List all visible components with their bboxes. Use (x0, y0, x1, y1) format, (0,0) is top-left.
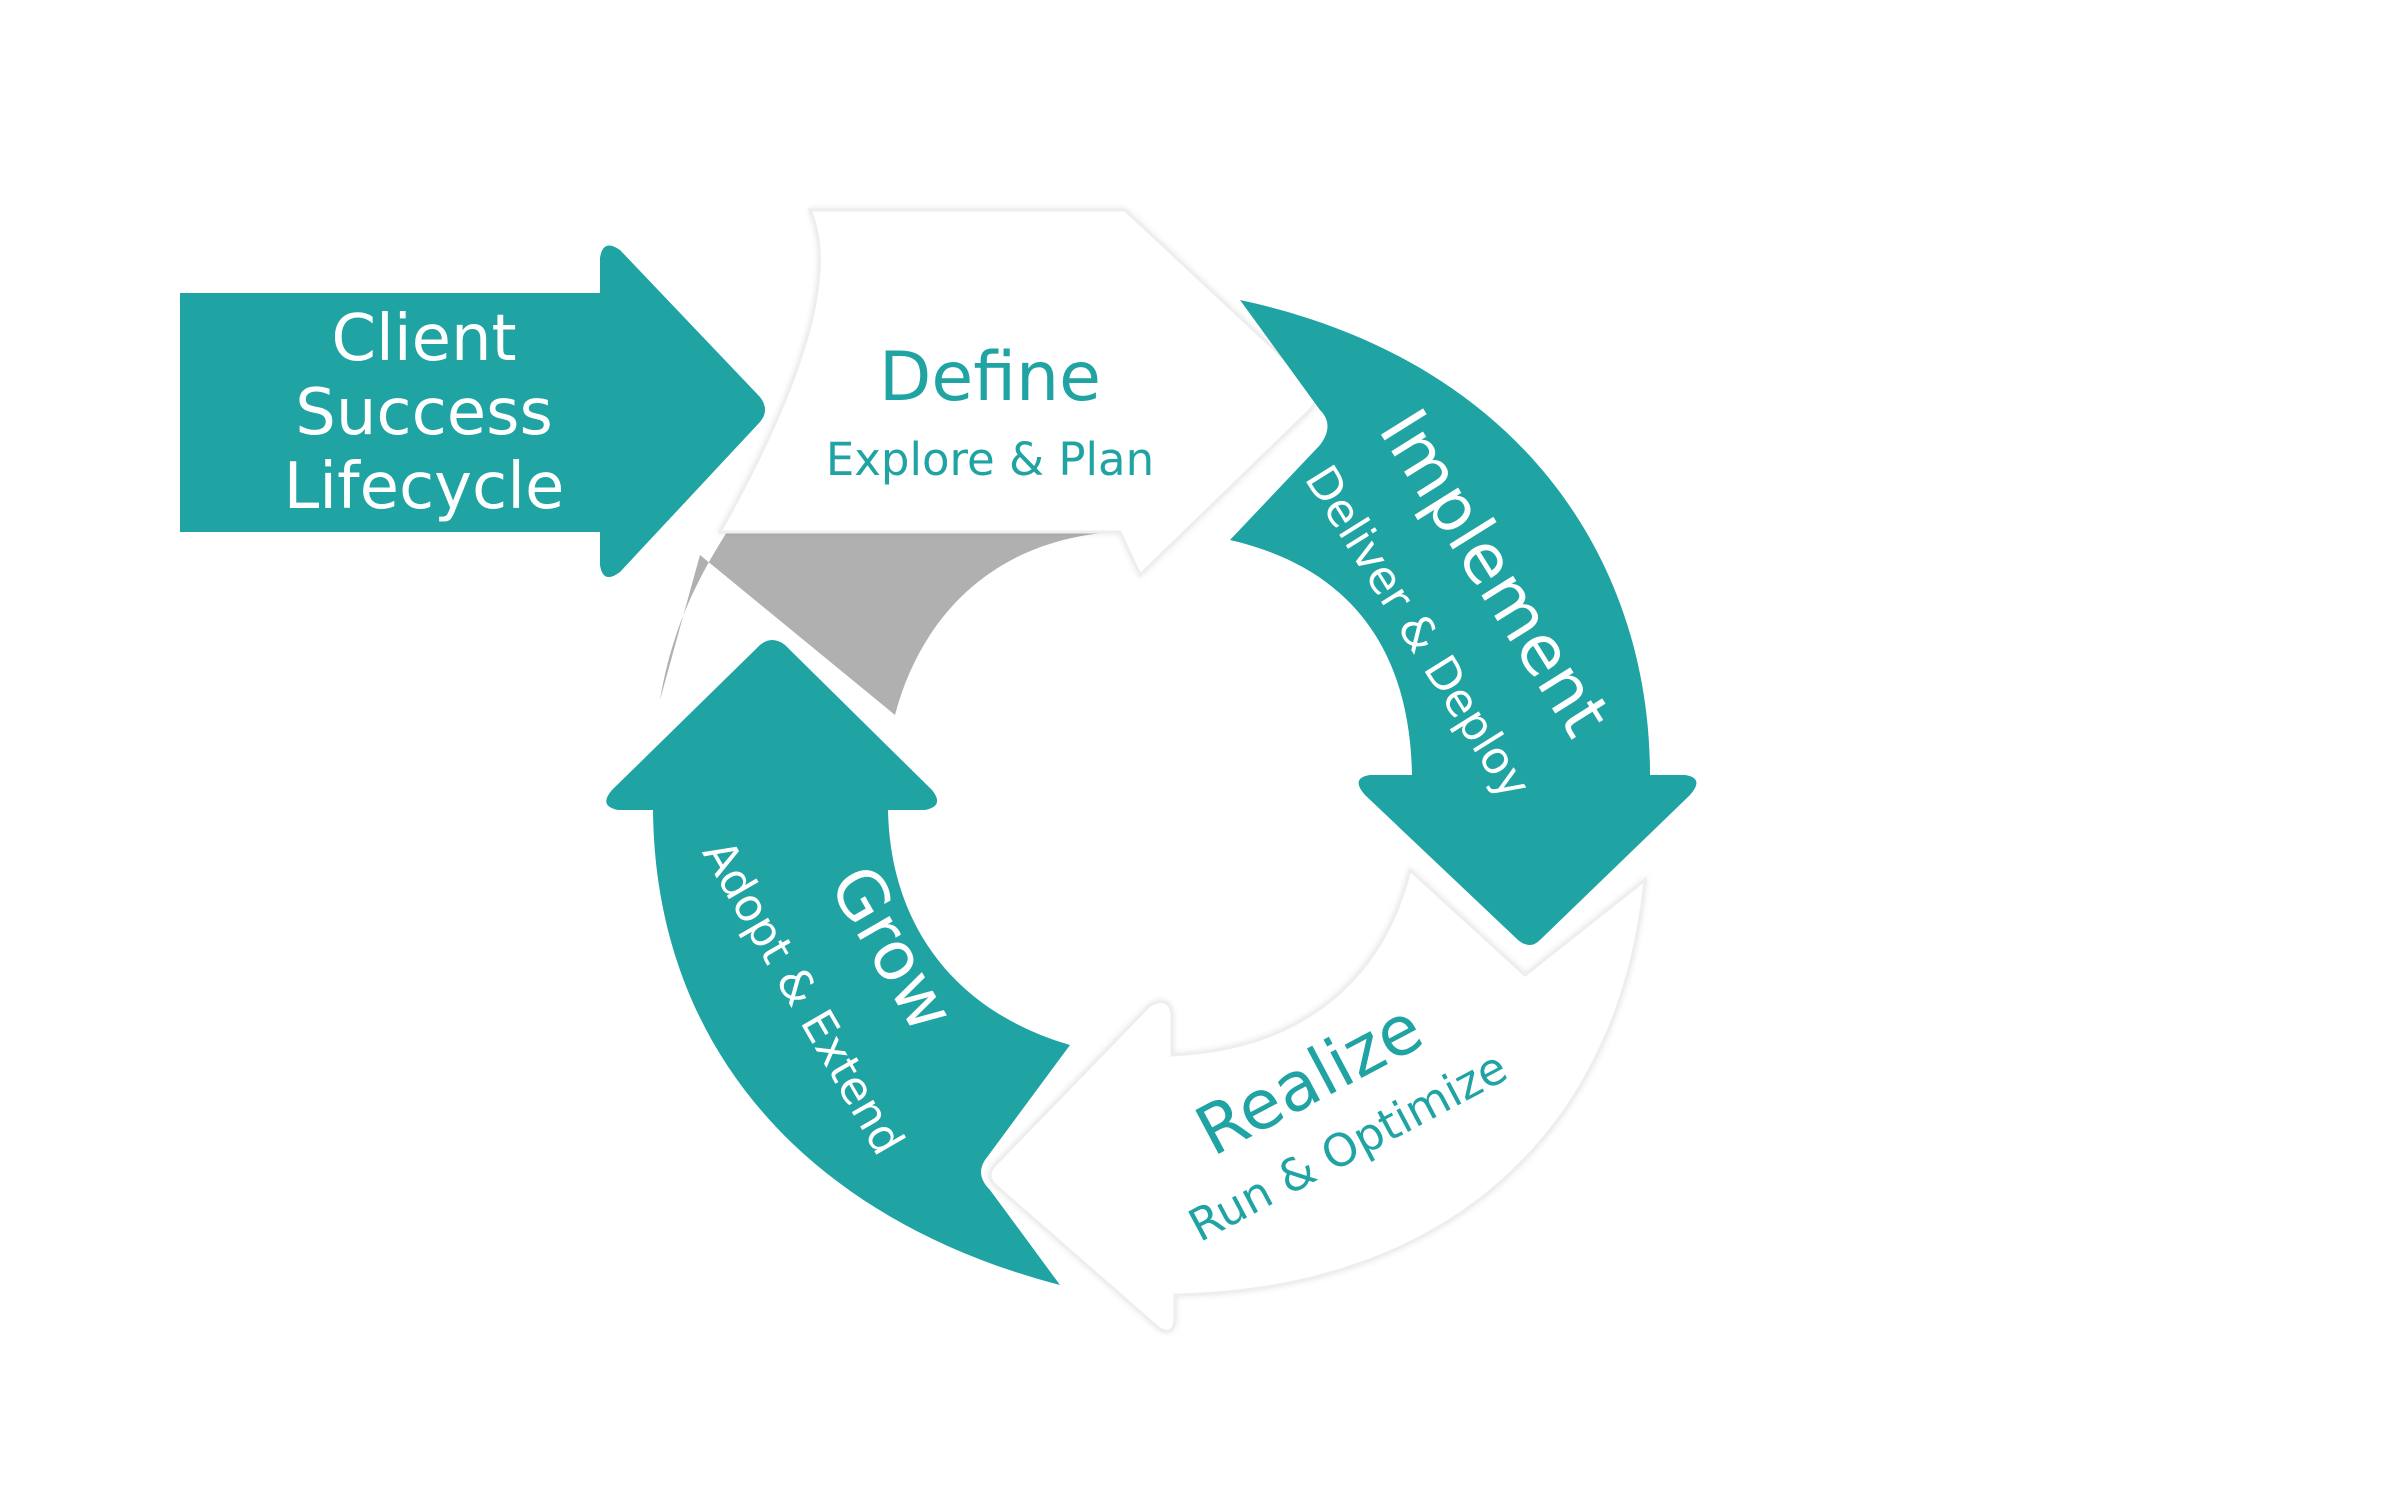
define-title: Define (879, 338, 1101, 417)
entry-line-1: Client (331, 302, 516, 376)
entry-line-3: Lifecycle (284, 450, 565, 524)
entry-line-2: Success (295, 376, 553, 450)
realize-arrow (988, 867, 1647, 1333)
entry-arrow (180, 245, 765, 578)
implement-arrow (1230, 300, 1697, 945)
grow-arrow (606, 640, 1070, 1285)
gray-wedge (660, 532, 1115, 715)
define-subtitle: Explore & Plan (826, 433, 1154, 486)
